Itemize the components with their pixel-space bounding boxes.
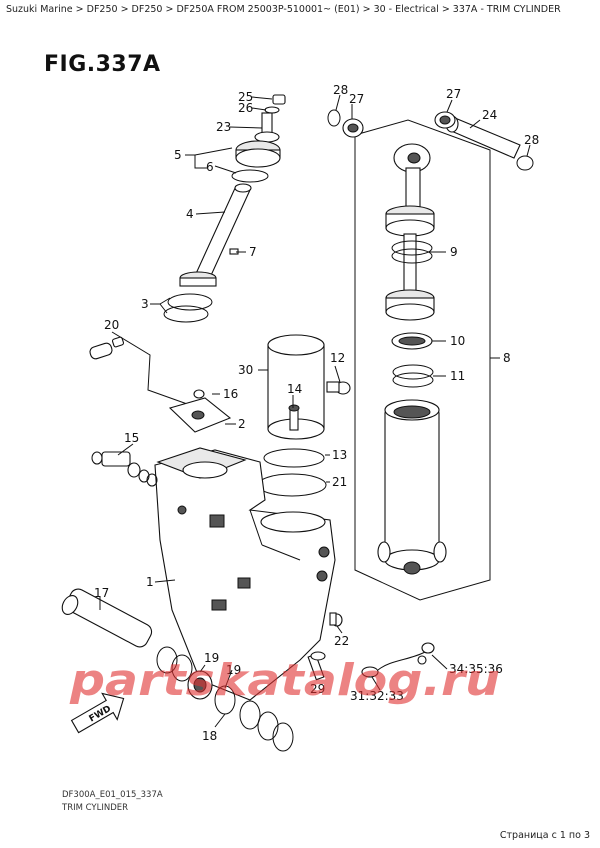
callout-19-left: 19 [204, 651, 219, 665]
callout-30: 30 [238, 363, 253, 377]
callout-13: 13 [332, 448, 347, 462]
callout-7: 7 [249, 245, 257, 259]
valve-15 [91, 451, 158, 487]
callout-27-left: 27 [349, 92, 364, 106]
callout-1: 1 [146, 575, 154, 589]
callout-17: 17 [94, 586, 109, 600]
callout-24: 24 [482, 108, 497, 122]
callout-21: 21 [332, 475, 347, 489]
o-ring-9 [391, 240, 433, 264]
o-ring-19 [156, 646, 213, 700]
seal-ring-3 [163, 271, 217, 323]
callout-26: 26 [238, 101, 253, 115]
bolt-29 [307, 651, 326, 681]
callout-3: 3 [141, 297, 149, 311]
cylinder-tube [377, 399, 447, 575]
o-ring-6 [231, 169, 269, 183]
cylinder-assembly-frame [354, 119, 491, 601]
pagination: Страница с 1 по 3 [499, 830, 590, 841]
piston-rod [385, 205, 435, 305]
callout-29: 29 [310, 682, 325, 696]
callout-2: 2 [238, 417, 246, 431]
o-ring-11 [392, 364, 434, 388]
seal-10 [391, 332, 433, 350]
bolt-16 [193, 389, 205, 399]
trim-pin-24 [445, 115, 521, 159]
callout-15: 15 [124, 431, 139, 445]
reservoir-cap-5 [235, 140, 281, 168]
callout-5: 5 [174, 148, 182, 162]
callout-22: 22 [334, 634, 349, 648]
o-ring-13 [263, 448, 325, 468]
callout-11: 11 [450, 369, 465, 383]
snap-ring-28-right [516, 155, 534, 171]
callout-6: 6 [206, 160, 214, 174]
figure-title: FIG.337A [44, 52, 161, 77]
callout-9: 9 [450, 245, 458, 259]
callout-10: 10 [450, 334, 465, 348]
callout-19-right: 19 [226, 663, 241, 677]
cap-12 [326, 381, 351, 395]
cylinder-top-eye [393, 143, 431, 209]
callout-34-35-36: 34:35:36 [449, 662, 503, 676]
callout-16: 16 [223, 387, 238, 401]
callout-27-right: 27 [446, 87, 461, 101]
figure-code: DF300A_E01_015_337A [62, 790, 163, 800]
bracket-5 [185, 154, 207, 169]
callout-8: 8 [503, 351, 511, 365]
bushing-27-right [434, 111, 456, 129]
trim-body-1 [154, 447, 336, 701]
figure-caption: TRIM CYLINDER [62, 803, 129, 813]
callout-14: 14 [287, 382, 302, 396]
callout-12: 12 [330, 351, 345, 365]
breadcrumb: Suzuki Marine > DF250 > DF250 > DF250A F… [6, 4, 561, 15]
snap-ring-28-left [327, 109, 341, 127]
callout-20: 20 [104, 318, 119, 332]
callout-25: 25 [238, 90, 253, 104]
callout-28-left: 28 [333, 83, 348, 97]
reservoir-30 [267, 334, 325, 440]
harness-31-36 [361, 642, 435, 678]
callout-31-32-33: 31:32:33 [350, 689, 404, 703]
watermark: partskatalog.ru [69, 655, 500, 706]
callout-4: 4 [186, 207, 194, 221]
callout-18: 18 [202, 729, 217, 743]
callout-28-right: 28 [524, 133, 539, 147]
manual-release-17 [61, 588, 153, 648]
reservoir-tube-4 [193, 183, 252, 283]
plug-25 [272, 94, 286, 105]
plate-2 [168, 397, 232, 433]
bushing-27-left [342, 118, 364, 138]
valve-20 [89, 336, 125, 360]
o-ring-26 [264, 106, 280, 114]
bolt-14 [288, 404, 300, 431]
callout-23: 23 [216, 120, 231, 134]
o-ring-21 [257, 473, 327, 497]
leader-lines [99, 94, 531, 728]
bolt-22 [329, 612, 343, 627]
piston [385, 289, 435, 321]
seal-18 [214, 685, 294, 752]
callouts: 25 26 23 5 6 4 7 3 20 30 12 14 16 2 15 1… [94, 83, 539, 743]
